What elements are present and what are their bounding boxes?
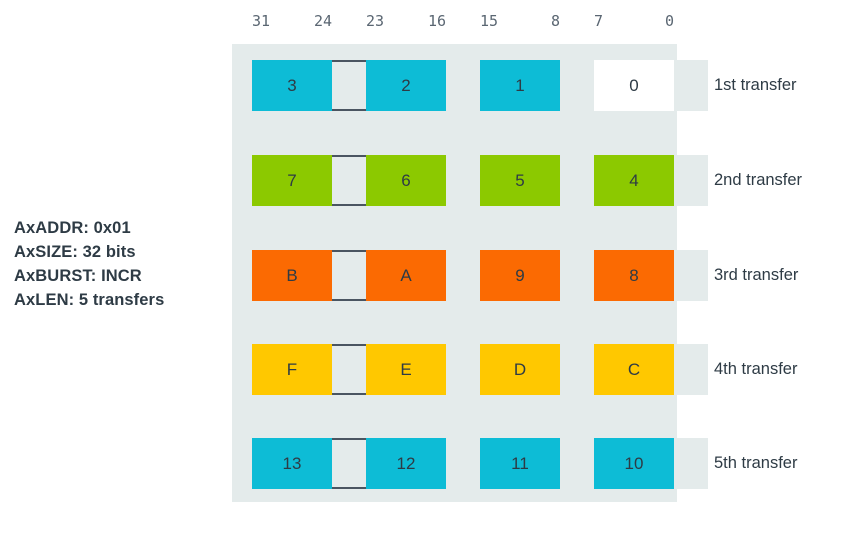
byte-cell-inactive[interactable]: 0 (594, 60, 674, 111)
byte-cell[interactable]: 3 (252, 60, 332, 111)
byte-cell[interactable]: 5 (480, 155, 560, 206)
byte-cell[interactable]: 4 (594, 155, 674, 206)
byte-cell[interactable]: 1 (480, 60, 560, 111)
byte-lane-gap (560, 344, 594, 395)
transfer-caption: 2nd transfer (714, 171, 803, 189)
byte-cell[interactable]: B (252, 250, 332, 301)
bit-label-24: 24 (313, 12, 332, 30)
transfer-caption: 5th transfer (714, 454, 798, 472)
byte-cell[interactable]: 13 (252, 438, 332, 489)
byte-cell[interactable]: E (366, 344, 446, 395)
byte-cell[interactable]: 10 (594, 438, 674, 489)
byte-lane-gap (446, 344, 480, 395)
bit-label-23: 23 (366, 12, 385, 30)
byte-cell[interactable]: 9 (480, 250, 560, 301)
byte-lane-gap (446, 60, 480, 111)
byte-lane-gap (446, 438, 480, 489)
transfer-caption: 4th transfer (714, 360, 798, 378)
byte-cell[interactable]: 8 (594, 250, 674, 301)
transfer-caption: 3rd transfer (714, 266, 799, 284)
byte-cell[interactable]: 11 (480, 438, 560, 489)
bit-label-15: 15 (480, 12, 499, 30)
byte-cell[interactable]: 2 (366, 60, 446, 111)
bit-label-8: 8 (550, 12, 560, 30)
byte-cell[interactable]: A (366, 250, 446, 301)
byte-cell[interactable]: 7 (252, 155, 332, 206)
byte-lane-gap (674, 155, 708, 206)
byte-cell[interactable]: 12 (366, 438, 446, 489)
transfer-row[interactable]: 13 12 11 10 (252, 438, 708, 489)
byte-lane-gap (560, 155, 594, 206)
spec-line-axlen: AxLEN: 5 transfers (14, 291, 165, 309)
byte-cell[interactable]: 6 (366, 155, 446, 206)
bit-index-ruler: 31 24 23 16 15 8 7 0 (252, 12, 674, 36)
spec-line-axsize: AxSIZE: 32 bits (14, 243, 136, 261)
byte-cell[interactable]: F (252, 344, 332, 395)
byte-cell[interactable]: D (480, 344, 560, 395)
bit-label-31: 31 (252, 12, 271, 30)
bit-label-0: 0 (664, 12, 674, 30)
byte-lane-gap (674, 344, 708, 395)
byte-lane-gap (560, 60, 594, 111)
byte-lane-gap (674, 438, 708, 489)
transfer-caption: 1st transfer (714, 76, 797, 94)
bit-label-7: 7 (594, 12, 604, 30)
byte-lane-gap (674, 250, 708, 301)
byte-lane-gap (446, 155, 480, 206)
byte-lane-gap (674, 60, 708, 111)
burst-parameters-block: AxADDR: 0x01 AxSIZE: 32 bits AxBURST: IN… (14, 216, 229, 312)
spec-line-axaddr: AxADDR: 0x01 (14, 219, 131, 237)
byte-cell[interactable]: C (594, 344, 674, 395)
byte-lane-gap (446, 250, 480, 301)
bit-label-16: 16 (427, 12, 446, 30)
spec-line-axburst: AxBURST: INCR (14, 267, 142, 285)
byte-lane-gap (560, 250, 594, 301)
byte-lane-gap (560, 438, 594, 489)
